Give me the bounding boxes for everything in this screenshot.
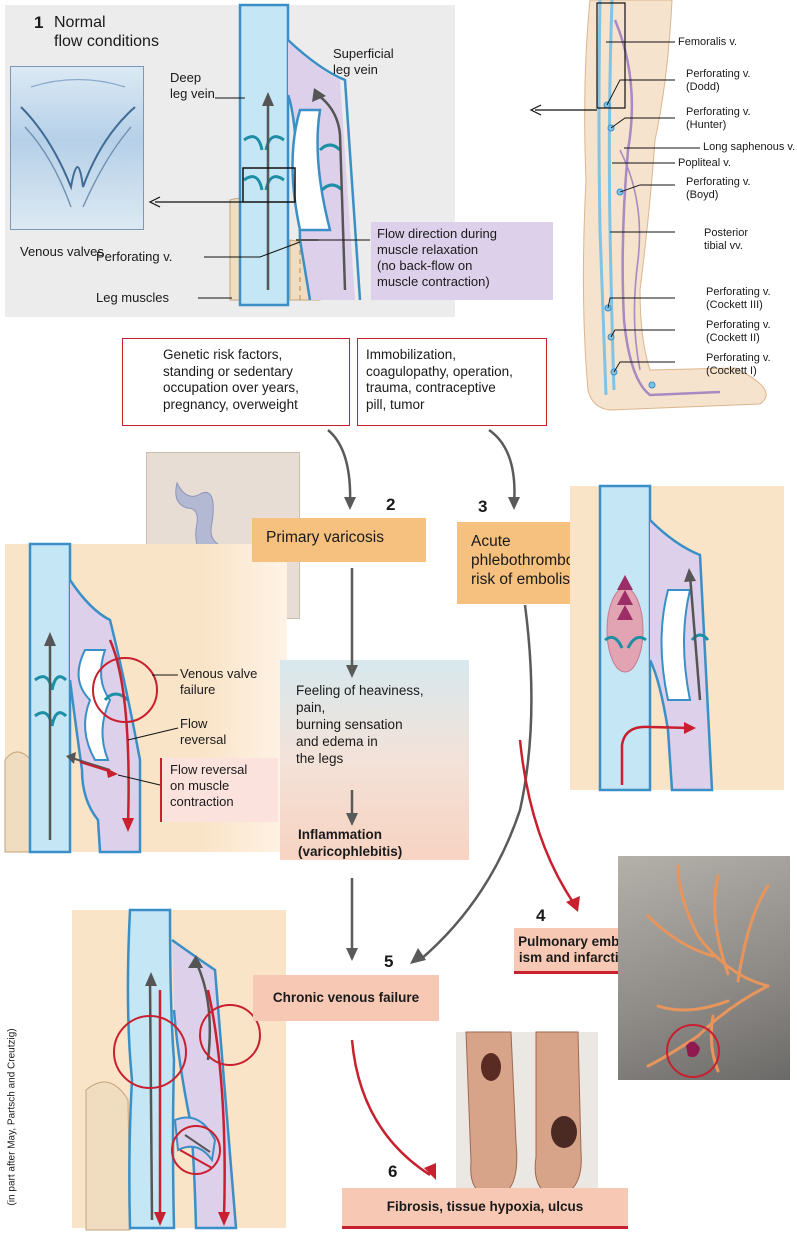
fibrosis-box: Fibrosis, tissue hypoxia, ulcus — [342, 1188, 628, 1226]
step4-number: 4 — [536, 906, 545, 926]
lung-angiogram-image — [618, 856, 790, 1080]
feet-shapes — [456, 1032, 598, 1200]
fibrosis-underline — [342, 1226, 628, 1229]
chronic-veins — [0, 0, 300, 1237]
step5-number: 5 — [384, 952, 393, 972]
step6-number: 6 — [388, 1162, 397, 1182]
credit-text: (in part after May, Partsch and Creutzig… — [7, 1006, 18, 1206]
chronic-venous-failure-box: Chronic venous failure — [253, 975, 439, 1021]
pulmonary-tree — [618, 856, 790, 1080]
ulcer-feet-photo — [456, 1032, 598, 1200]
